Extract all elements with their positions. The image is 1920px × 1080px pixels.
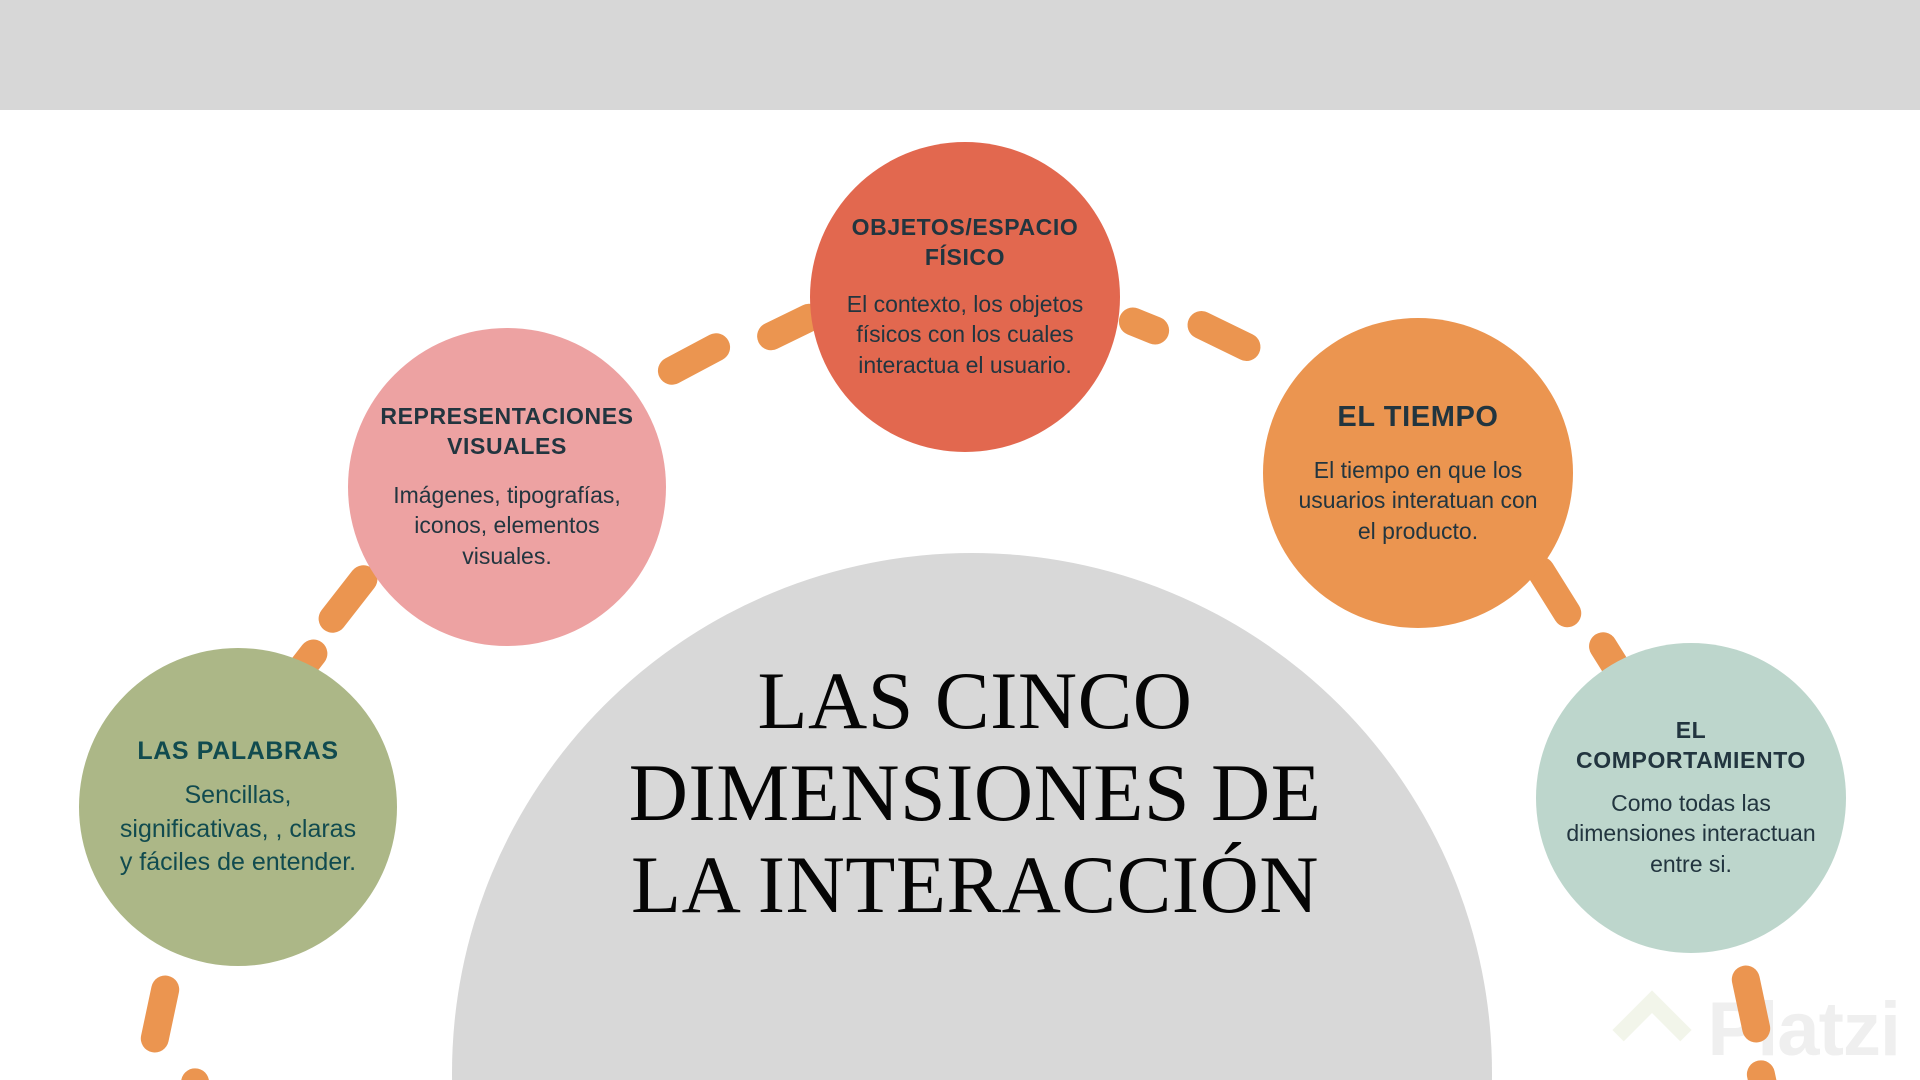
bubble-body: Imágenes, tipografías, iconos, elementos…: [393, 481, 621, 570]
bubble-title: LAS PALABRAS: [137, 736, 339, 765]
bubble-el-tiempo[interactable]: EL TIEMPO El tiempo en que los usuarios …: [1263, 318, 1573, 628]
top-gray-bar: [0, 0, 1920, 110]
bubble-title: EL COMPORTAMIENTO: [1576, 716, 1806, 773]
bubble-body: Sencillas, significativas, , claras y fá…: [119, 781, 357, 876]
bubble-representaciones-visuales[interactable]: REPRESENTACIONES VISUALES Imágenes, tipo…: [348, 328, 666, 646]
connector-dash: [1114, 303, 1174, 349]
bubble-body: El contexto, los objetos físicos con los…: [846, 290, 1084, 379]
bubble-las-palabras[interactable]: LAS PALABRAS Sencillas, significativas, …: [79, 648, 397, 966]
bubble-body: Como todas las dimensiones interactuan e…: [1566, 789, 1816, 878]
bubble-el-comportamiento[interactable]: EL COMPORTAMIENTO Como todas las dimensi…: [1536, 643, 1846, 953]
bubble-title: REPRESENTACIONES VISUALES: [380, 402, 634, 459]
page-title: LAS CINCO DIMENSIONES DE LA INTERACCIÓN: [530, 655, 1420, 930]
connector-dash: [652, 328, 736, 390]
bubble-objetos-espacio-fisico[interactable]: OBJETOS/ESPACIO FÍSICO El contexto, los …: [810, 142, 1120, 452]
platzi-diamond-icon: [1610, 988, 1694, 1072]
connector-dash: [172, 1065, 212, 1080]
page-title-line-2: DIMENSIONES DE: [628, 746, 1322, 838]
connector-dash: [1182, 306, 1266, 366]
bubble-title: EL TIEMPO: [1337, 400, 1499, 433]
page-title-line-1: LAS CINCO: [757, 655, 1193, 746]
page-title-line-3: LA INTERACCIÓN: [630, 838, 1320, 930]
bubble-title: OBJETOS/ESPACIO FÍSICO: [851, 213, 1079, 270]
bubble-body: El tiempo en que los usuarios interatuan…: [1298, 456, 1538, 545]
connector-dash: [138, 972, 182, 1056]
